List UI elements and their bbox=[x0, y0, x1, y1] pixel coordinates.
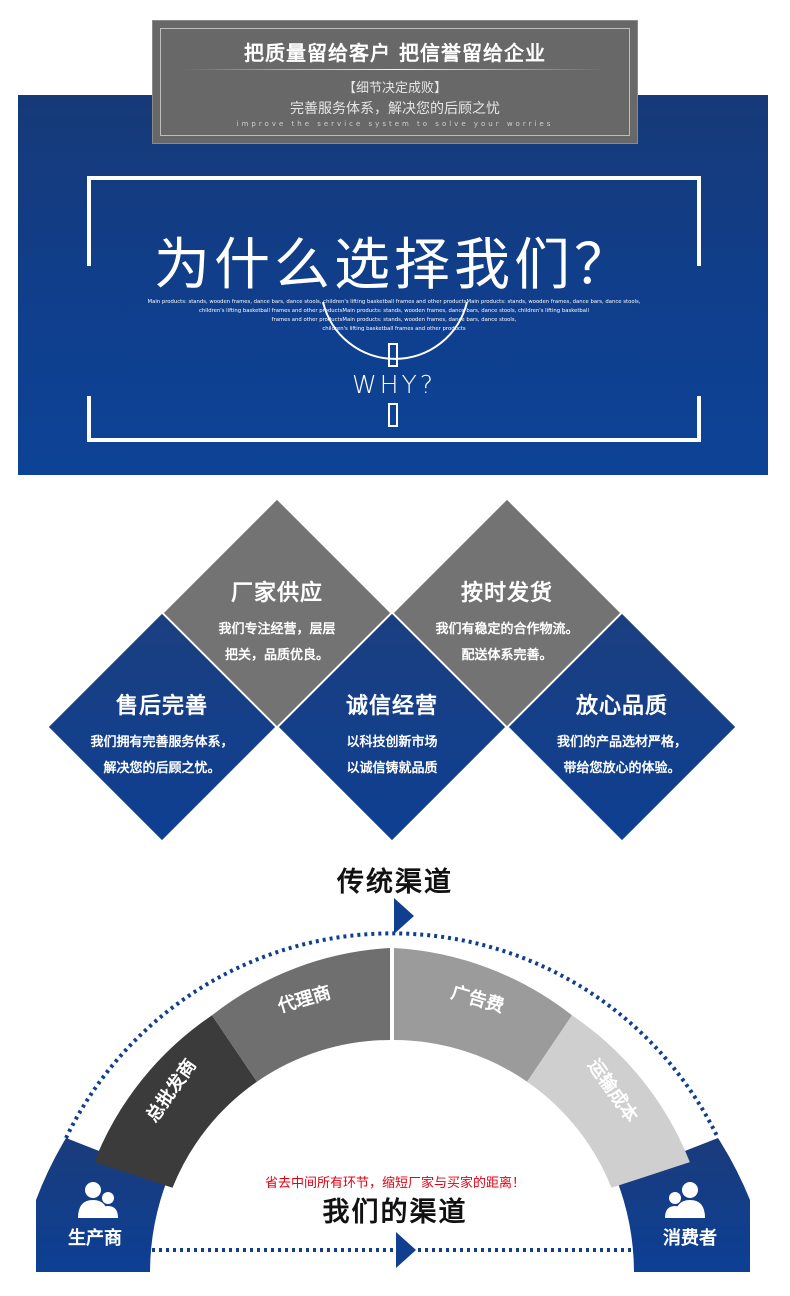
feature-line: 带给您放心的体验。 bbox=[563, 761, 681, 776]
slogan-subtitle: 完善服务体系，解决您的后顾之忧 bbox=[290, 101, 500, 117]
segment-shipping bbox=[527, 1015, 690, 1188]
producer-label: 生产商 bbox=[68, 1228, 122, 1249]
slogan-title: 把质量留给客户 把信誉留给企业 bbox=[244, 41, 546, 65]
feature-delivery: 按时发货 我们有稳定的合作物流。 配送体系完善。 bbox=[407, 575, 607, 669]
segment-wholesaler bbox=[94, 1015, 257, 1188]
feature-line: 把关，品质优良。 bbox=[224, 648, 329, 663]
slogan-subtitle-bracket: 【细节决定成败】 bbox=[342, 81, 447, 96]
slogan-inner-border bbox=[160, 28, 630, 136]
hero-background bbox=[18, 95, 768, 475]
traditional-route-arc bbox=[64, 931, 720, 1139]
why-english: WHY? bbox=[351, 370, 437, 399]
fine-line: frames and other productsMain products: … bbox=[271, 317, 517, 323]
why-frame-lines bbox=[87, 176, 701, 442]
producer-people-icon bbox=[78, 1182, 118, 1218]
direct-arrow-icon bbox=[396, 1232, 416, 1268]
feature-line: 我们拥有完善服务体系， bbox=[90, 735, 234, 750]
arc-arrow-icon bbox=[394, 898, 414, 934]
feature-line: 我们有稳定的合作物流。 bbox=[435, 622, 579, 637]
slogan-english: improve the service system to solve your… bbox=[236, 120, 554, 128]
feature-title: 厂家供应 bbox=[230, 581, 323, 606]
feature-integrity: 诚信经营 以科技创新市场 以诚信铸就品质 bbox=[292, 688, 492, 782]
feature-quality: 放心品质 我们的产品选材严格， 带给您放心的体验。 bbox=[522, 688, 722, 782]
feature-line: 解决您的后顾之忧。 bbox=[103, 761, 221, 776]
why-frame: 为什么选择我们？ Main products: stands, wooden f… bbox=[87, 176, 701, 442]
feature-aftersale: 售后完善 我们拥有完善服务体系， 解决您的后顾之忧。 bbox=[62, 688, 262, 782]
traditional-channel-title: 传统渠道 bbox=[337, 867, 453, 898]
why-title: 为什么选择我们？ bbox=[154, 233, 634, 298]
why-fine-print: Main products: stands, wooden frames, da… bbox=[135, 298, 653, 334]
slogan-box: 把质量留给客户 把信誉留给企业 【细节决定成败】 完善服务体系，解决您的后顾之忧… bbox=[152, 20, 638, 144]
consumer-label: 消费者 bbox=[663, 1228, 717, 1249]
our-channel-title: 我们的渠道 bbox=[322, 1197, 468, 1228]
feature-line: 以诚信铸就品质 bbox=[346, 761, 438, 776]
fine-line: children's lifting basketball frames and… bbox=[199, 308, 589, 314]
segment-agent bbox=[212, 948, 390, 1082]
channel-note: 省去中间所有环节，缩短厂家与买家的距离！ bbox=[264, 1176, 525, 1191]
feature-line: 配送体系完善。 bbox=[461, 648, 553, 663]
feature-supply: 厂家供应 我们专注经营，层层 把关，品质优良。 bbox=[177, 575, 377, 669]
feature-title: 按时发货 bbox=[460, 581, 553, 606]
segment-advertising bbox=[394, 948, 572, 1082]
feature-title: 售后完善 bbox=[115, 694, 208, 719]
feature-line: 以科技创新市场 bbox=[346, 735, 438, 750]
fine-line: children's lifting basketball frames and… bbox=[322, 326, 466, 332]
fine-line: Main products: stands, wooden frames, da… bbox=[147, 299, 641, 305]
feature-line: 我们的产品选材严格， bbox=[556, 735, 687, 750]
feature-title: 诚信经营 bbox=[345, 694, 438, 719]
slogan-divider bbox=[183, 69, 607, 70]
feature-line: 我们专注经营，层层 bbox=[218, 622, 336, 637]
consumer-people-icon bbox=[665, 1182, 705, 1218]
feature-title: 放心品质 bbox=[575, 694, 668, 719]
